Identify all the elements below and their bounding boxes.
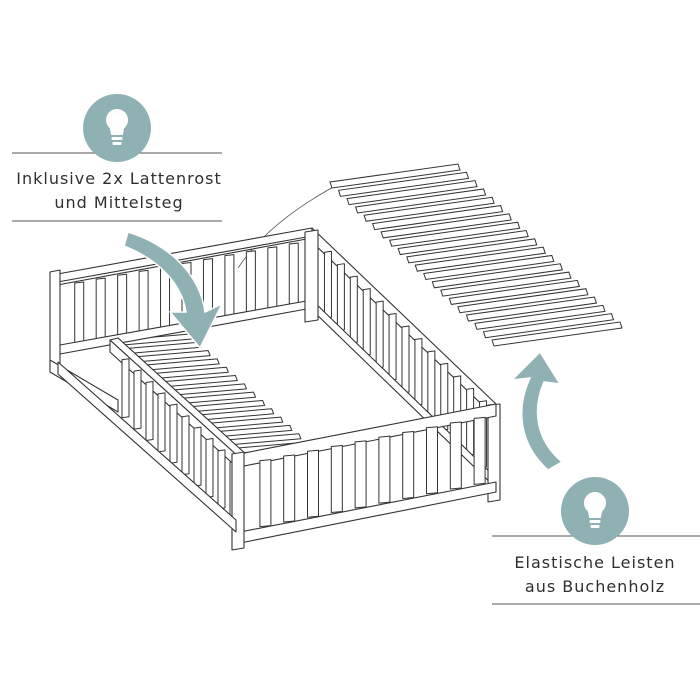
spindle	[74, 281, 85, 344]
slat	[371, 205, 504, 231]
slat	[482, 313, 615, 339]
spindle	[121, 358, 130, 419]
arrow-up	[509, 350, 564, 471]
slat	[346, 180, 478, 206]
spindle	[193, 426, 202, 487]
slatted-frame	[329, 163, 623, 347]
spindle	[426, 426, 438, 495]
callout-bottom-line2: aus Buchenholz	[524, 577, 666, 596]
slat	[440, 271, 572, 297]
callout-top-line2: und Mittelsteg	[54, 193, 184, 212]
lightbulb-icon	[83, 94, 151, 162]
spindle	[375, 300, 384, 369]
spindle	[133, 369, 142, 430]
spindle	[362, 288, 371, 357]
spindle	[401, 325, 410, 394]
callout-top-line1: Inklusive 2x Lattenrost	[16, 169, 222, 188]
spindle	[336, 263, 345, 332]
slat	[389, 221, 521, 247]
spindle	[217, 449, 226, 510]
spindle	[117, 273, 128, 336]
spindle	[169, 403, 178, 464]
spindle	[157, 392, 166, 453]
bed-frame	[49, 227, 501, 551]
spindle	[224, 254, 235, 317]
spindle	[288, 242, 299, 305]
spindle	[402, 430, 415, 499]
slat	[414, 246, 546, 272]
spindle	[449, 421, 462, 490]
slat	[423, 254, 555, 281]
spindle	[205, 438, 214, 498]
slat	[363, 196, 495, 222]
slat	[380, 213, 512, 239]
spindle	[354, 440, 367, 509]
slat	[465, 296, 598, 322]
slat	[329, 163, 461, 189]
callout-bottom-line1: Elastische Leisten	[514, 553, 676, 572]
slat	[354, 188, 487, 214]
spindle	[349, 275, 358, 344]
spindle	[138, 269, 149, 332]
slat	[337, 171, 470, 197]
spindle	[414, 337, 423, 406]
spindle	[427, 350, 436, 419]
slat	[397, 229, 529, 256]
slat	[448, 279, 581, 305]
spindle	[473, 416, 486, 485]
spindle	[330, 445, 343, 514]
slat	[491, 321, 623, 347]
spindle	[378, 435, 391, 504]
spindle	[283, 454, 296, 523]
slat	[474, 304, 606, 330]
spindle	[245, 250, 256, 313]
spindle	[323, 250, 332, 319]
spindle	[259, 459, 272, 528]
arrow-down	[123, 231, 224, 350]
slat	[457, 288, 589, 314]
spindle	[307, 449, 319, 518]
lightbulb-icon	[561, 477, 629, 545]
slat	[431, 263, 563, 289]
spindle	[388, 313, 397, 382]
spindle	[267, 246, 278, 309]
spindle	[95, 277, 106, 340]
slat	[406, 238, 538, 264]
spindle	[145, 381, 154, 441]
spindle	[181, 415, 190, 476]
